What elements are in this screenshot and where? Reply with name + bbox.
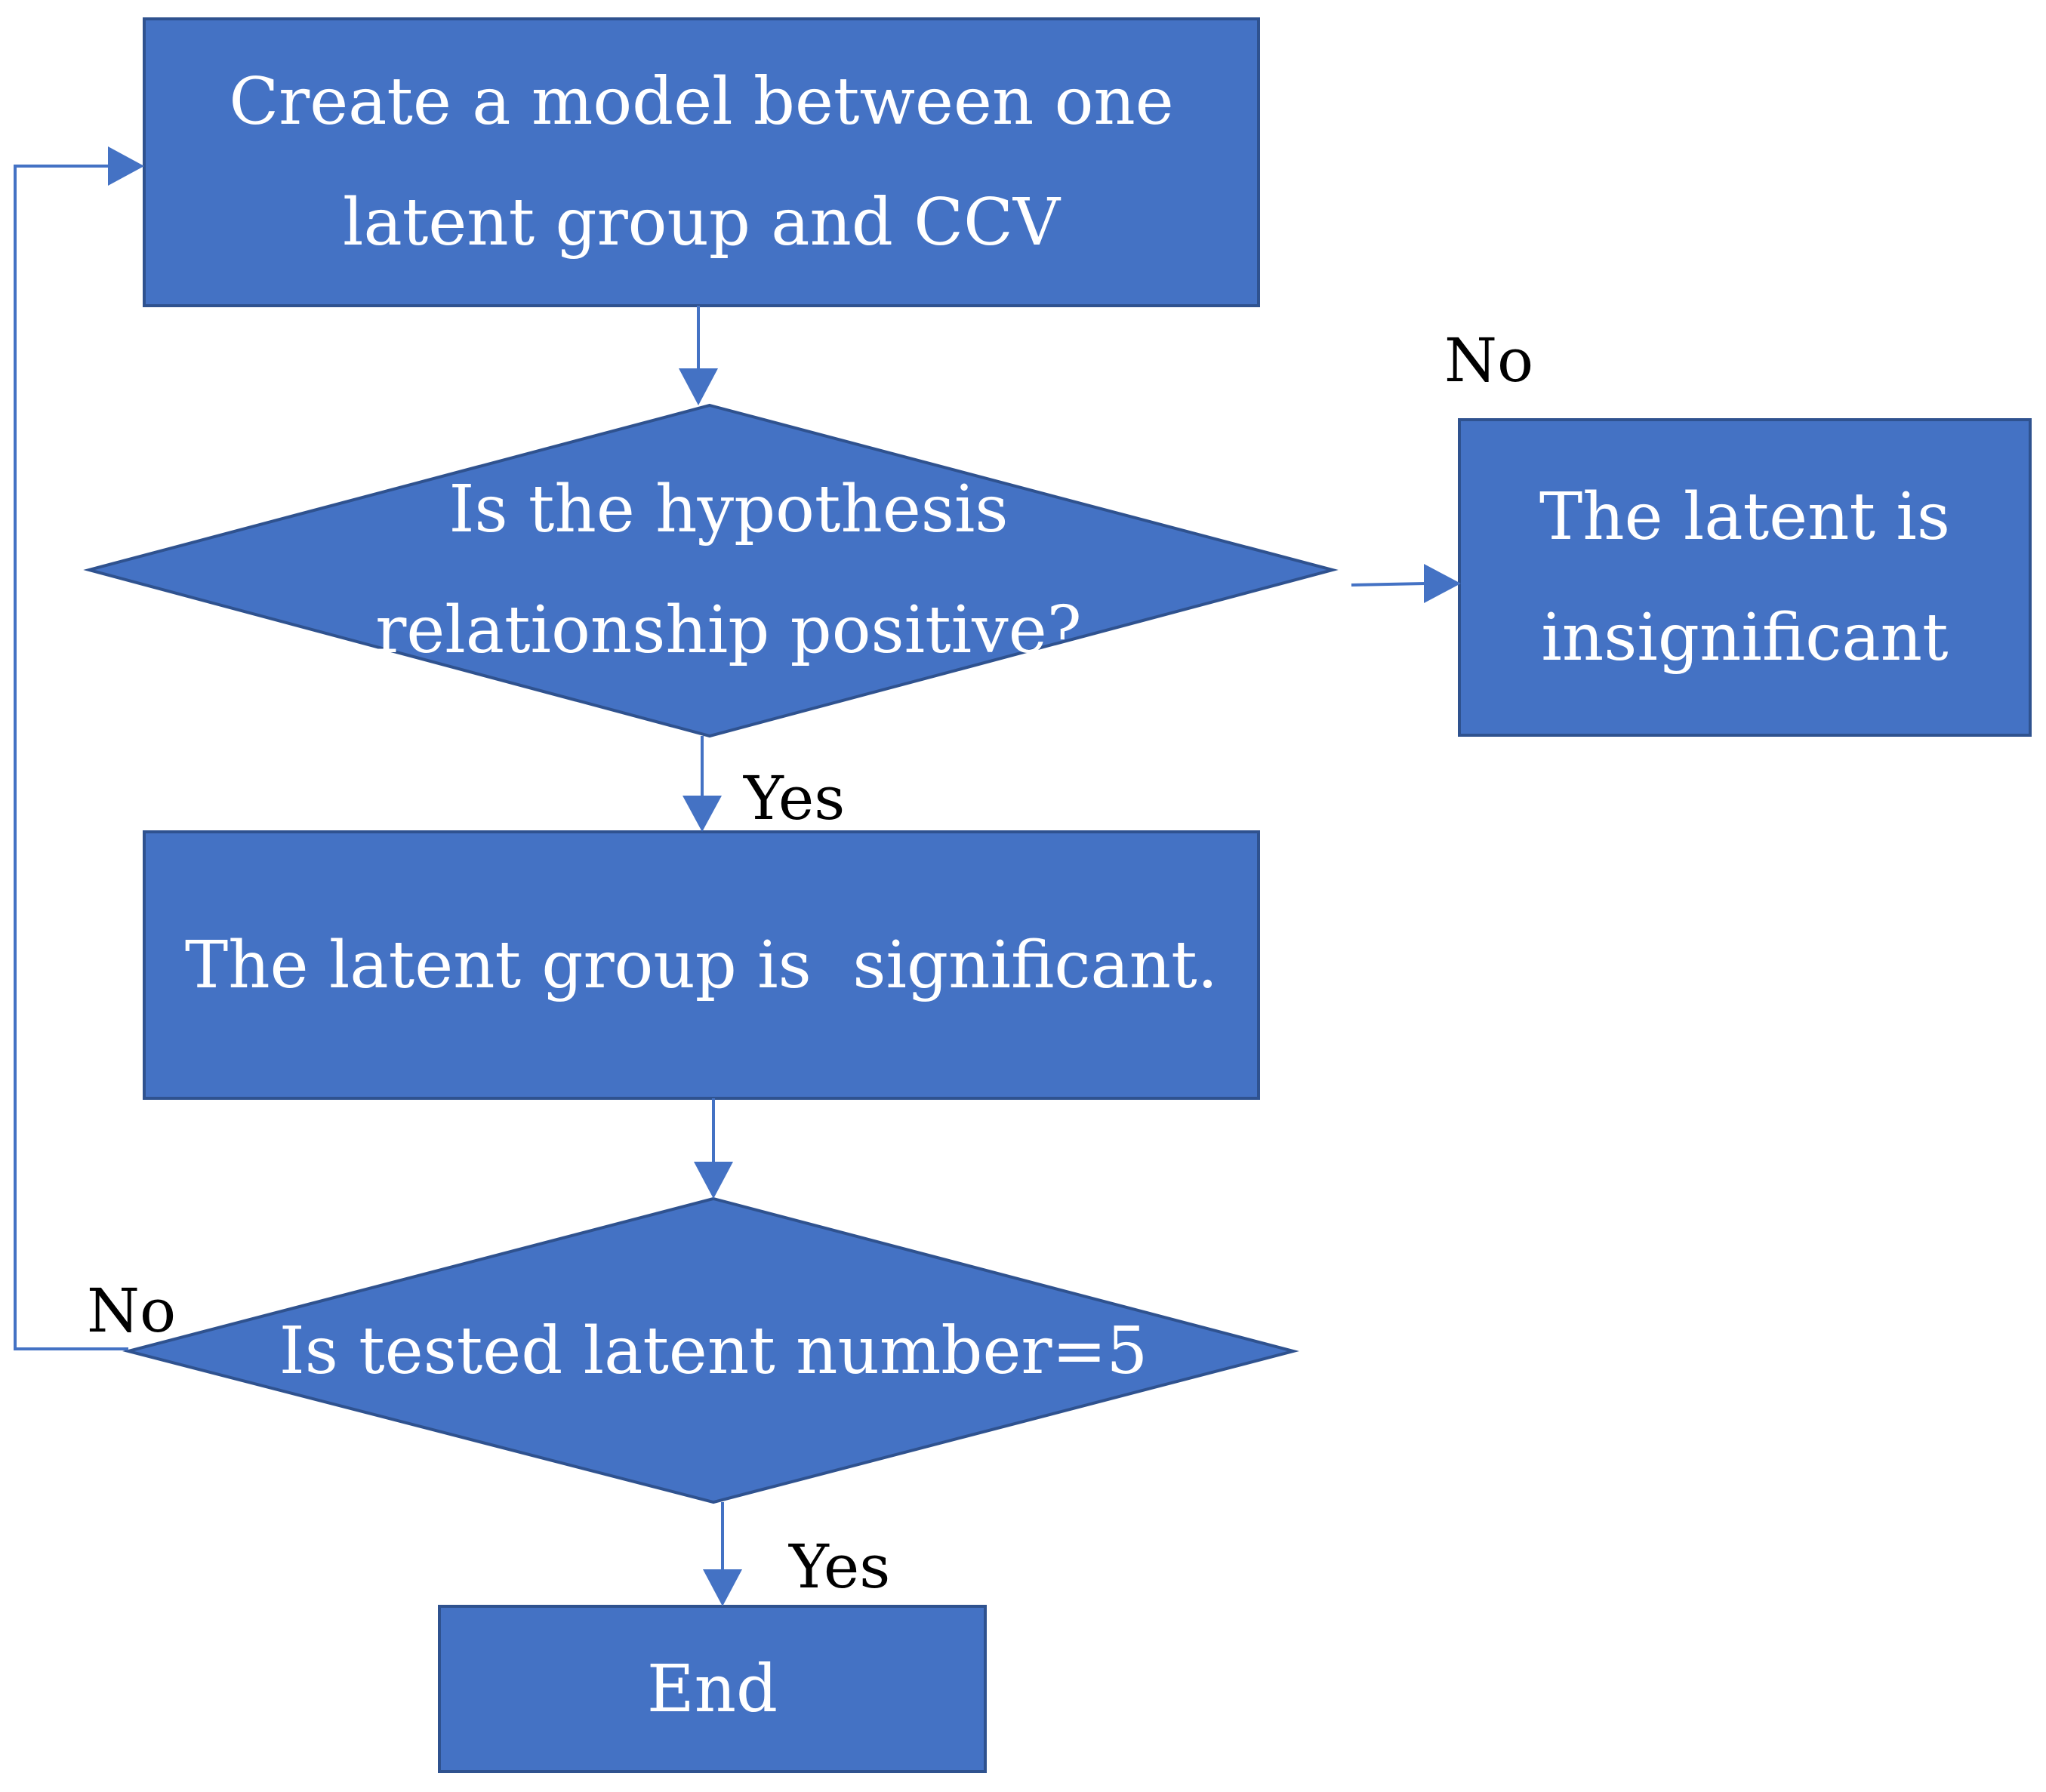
significant-box xyxy=(143,830,1260,1100)
edge-label-positive-yes: Yes xyxy=(744,763,846,833)
connector-create-to-decision xyxy=(679,306,718,405)
count-decision-line: Is tested latent number=5 xyxy=(279,1313,1148,1389)
edge-label-positive-no: No xyxy=(1444,325,1534,396)
create-model-line-1: Create a model between one xyxy=(229,64,1174,140)
insignificant-line-1: The latent is xyxy=(1539,479,1951,555)
positive-decision-line-1: Is the hypothesis xyxy=(448,472,1009,547)
positive-decision-text: Is the hypothesis relationship positive? xyxy=(332,445,1125,694)
significant-line: The latent group is significant. xyxy=(184,927,1219,1003)
connector-significant-to-count xyxy=(694,1098,733,1199)
end-text: End xyxy=(439,1606,985,1772)
insignificant-box xyxy=(1458,418,2032,737)
connector-decision-to-insignificant xyxy=(1351,564,1461,603)
connector-count-to-end xyxy=(703,1502,742,1606)
create-model-line-2: latent group and CCV xyxy=(343,185,1060,260)
positive-decision-line-2: relationship positive? xyxy=(375,593,1082,668)
count-decision-diamond xyxy=(122,1196,1299,1504)
end-line: End xyxy=(646,1651,778,1727)
end-box xyxy=(438,1605,987,1773)
count-decision-text: Is tested latent number=5 xyxy=(257,1283,1170,1419)
positive-decision-diamond xyxy=(83,403,1339,738)
significant-text: The latent group is significant. xyxy=(144,832,1259,1098)
create-model-box xyxy=(143,17,1260,307)
edge-label-count-yes: Yes xyxy=(789,1532,891,1602)
edge-label-count-no: No xyxy=(87,1276,177,1346)
insignificant-line-2: insignificant xyxy=(1541,600,1949,676)
connector-count-loop-back xyxy=(14,146,144,1350)
insignificant-text: The latent is insignificant xyxy=(1459,420,2030,735)
create-model-text: Create a model between one latent group … xyxy=(144,19,1259,306)
connector-decision-to-significant xyxy=(683,736,722,832)
